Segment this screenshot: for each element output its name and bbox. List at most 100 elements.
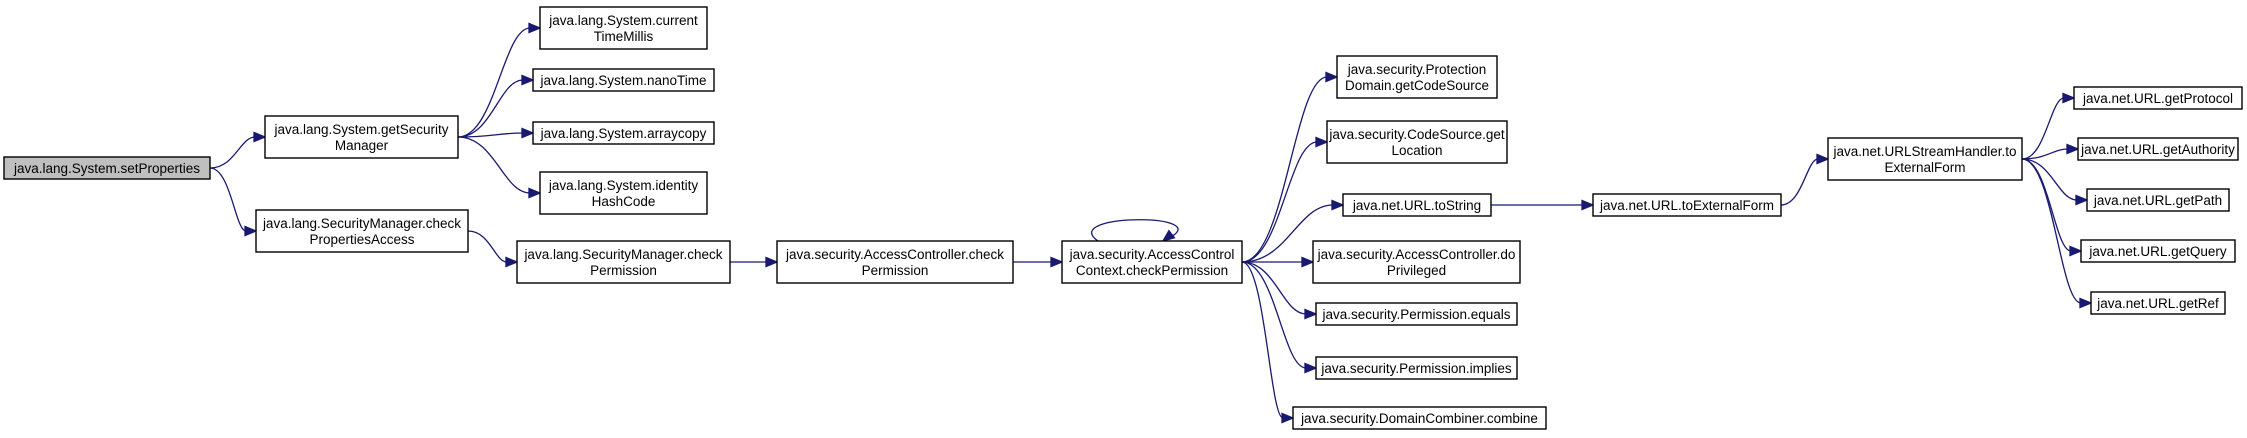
node-to-external-form[interactable]: java.net.URL.toExternalForm: [1592, 193, 1782, 217]
node-get-protocol[interactable]: java.net.URL.getProtocol: [2073, 86, 2243, 110]
node-label: PropertiesAccess: [309, 232, 414, 247]
node-box: [532, 68, 715, 92]
edge-line: [457, 27, 531, 138]
edge-ac-check-permission-to-acc-check-permission: [1013, 256, 1064, 268]
node-label: java.security.DomainCombiner.combine: [1300, 411, 1538, 426]
arrowhead: [521, 127, 535, 139]
node-label: java.security.AccessControl: [1069, 247, 1235, 262]
arrowhead: [2062, 92, 2076, 104]
edge-acc-check-permission-to-url-to-string: [1241, 199, 1345, 263]
edge-line: [1780, 158, 1819, 206]
node-url-to-string[interactable]: java.net.URL.toString: [1342, 193, 1492, 217]
node-do-privileged[interactable]: java.security.AccessController.doPrivile…: [1312, 240, 1521, 284]
node-acc-check-permission[interactable]: java.security.AccessControlContext.check…: [1061, 240, 1243, 284]
edge-line: [457, 79, 524, 138]
edge-line: [1241, 204, 1334, 263]
edge-ush-to-external-form-to-get-ref: [2021, 158, 2093, 309]
edge-ush-to-external-form-to-get-protocol: [2021, 92, 2076, 160]
arrowhead: [2066, 143, 2080, 155]
edge-line: [209, 136, 256, 169]
arrowhead: [1315, 136, 1329, 148]
node-label: Context.checkPermission: [1076, 263, 1228, 278]
node-label: java.lang.System.getSecurity: [273, 122, 448, 137]
node-perm-implies[interactable]: java.security.Permission.implies: [1315, 356, 1518, 380]
node-box: [516, 240, 731, 284]
edge-acc-check-permission-to-perm-equals: [1241, 261, 1318, 320]
edge-line: [1241, 76, 1328, 263]
node-box: [255, 209, 469, 253]
arrowhead: [2075, 194, 2089, 206]
node-box: [539, 6, 708, 50]
node-combine[interactable]: java.security.DomainCombiner.combine: [1292, 406, 1547, 430]
edge-acc-check-permission-to-get-code-source: [1241, 71, 1339, 263]
node-get-authority[interactable]: java.net.URL.getAuthority: [2077, 137, 2239, 161]
node-check-properties-access[interactable]: java.lang.SecurityManager.checkPropertie…: [255, 209, 469, 253]
node-ac-check-permission[interactable]: java.security.AccessController.checkPerm…: [776, 240, 1014, 284]
node-label: HashCode: [592, 194, 656, 209]
node-box: [1592, 193, 1782, 217]
node-box: [3, 156, 211, 180]
edge-line: [467, 230, 508, 263]
node-label: Domain.getCodeSource: [1345, 78, 1489, 93]
edge-line: [1090, 219, 1179, 242]
node-label: Location: [1391, 143, 1442, 158]
node-box: [2073, 86, 2243, 110]
node-set-properties[interactable]: java.lang.System.setProperties: [3, 156, 211, 180]
node-box: [2090, 291, 2226, 315]
node-get-ref[interactable]: java.net.URL.getRef: [2090, 291, 2226, 315]
node-label: java.net.URL.toExternalForm: [1599, 198, 1774, 213]
node-label: Manager: [335, 138, 389, 153]
node-get-code-source[interactable]: java.security.ProtectionDomain.getCodeSo…: [1336, 55, 1498, 99]
node-label: java.security.CodeSource.get: [1328, 127, 1505, 142]
arrowhead: [1816, 153, 1830, 165]
edge-url-to-string-to-to-external-form: [1491, 199, 1595, 211]
edge-sm-check-permission-to-ac-check-permission: [730, 256, 779, 268]
node-label: Privileged: [1387, 263, 1446, 278]
edge-get-security-manager-to-arraycopy: [457, 127, 535, 139]
node-sm-check-permission[interactable]: java.lang.SecurityManager.checkPermissio…: [516, 240, 731, 284]
edge-line: [1241, 261, 1307, 315]
node-get-path[interactable]: java.net.URL.getPath: [2086, 188, 2230, 212]
node-box: [1326, 120, 1508, 164]
node-label: java.security.Permission.equals: [1321, 307, 1510, 322]
node-label: java.lang.System.nanoTime: [539, 73, 706, 88]
edge-line: [2021, 158, 2072, 252]
node-box: [1312, 240, 1521, 284]
node-box: [1292, 406, 1547, 430]
node-label: java.security.AccessController.check: [785, 247, 1004, 262]
edge-acc-check-permission-to-perm-implies: [1241, 261, 1318, 374]
arrowhead: [244, 225, 258, 237]
node-label: TimeMillis: [594, 29, 654, 44]
node-label: java.lang.System.identity: [548, 178, 699, 193]
node-label: java.net.URL.toString: [1352, 198, 1481, 213]
edge-acc-check-permission-to-get-location: [1241, 136, 1329, 263]
node-box: [1315, 356, 1518, 380]
edge-line: [2021, 158, 2082, 304]
node-label: java.net.URLStreamHandler.to: [1832, 144, 2016, 159]
node-perm-equals[interactable]: java.security.Permission.equals: [1315, 302, 1518, 326]
node-box: [1342, 193, 1492, 217]
node-label: java.lang.SecurityManager.check: [523, 247, 722, 262]
edge-line: [1241, 141, 1318, 263]
node-label: java.lang.SecurityManager.check: [262, 216, 461, 231]
arrowhead: [521, 74, 535, 86]
call-nodes: java.lang.System.setProperties java.lang.…: [3, 6, 2243, 430]
node-arraycopy[interactable]: java.lang.System.arraycopy: [532, 121, 715, 145]
edge-get-security-manager-to-nano-time: [457, 74, 535, 138]
edge-ush-to-external-form-to-get-path: [2021, 158, 2089, 206]
arrowhead: [1161, 229, 1176, 243]
edge-line: [2021, 97, 2065, 160]
node-label: java.net.URL.getProtocol: [2082, 91, 2233, 106]
node-get-query[interactable]: java.net.URL.getQuery: [2080, 239, 2236, 263]
node-ush-to-external-form[interactable]: java.net.URLStreamHandler.toExternalForm: [1827, 137, 2023, 181]
node-label: Permission: [590, 263, 657, 278]
node-nano-time[interactable]: java.lang.System.nanoTime: [532, 68, 715, 92]
edge-ush-to-external-form-to-get-authority: [2021, 143, 2080, 160]
node-label: java.net.URL.getQuery: [2088, 244, 2227, 259]
node-box: [776, 240, 1014, 284]
node-box: [2080, 239, 2236, 263]
